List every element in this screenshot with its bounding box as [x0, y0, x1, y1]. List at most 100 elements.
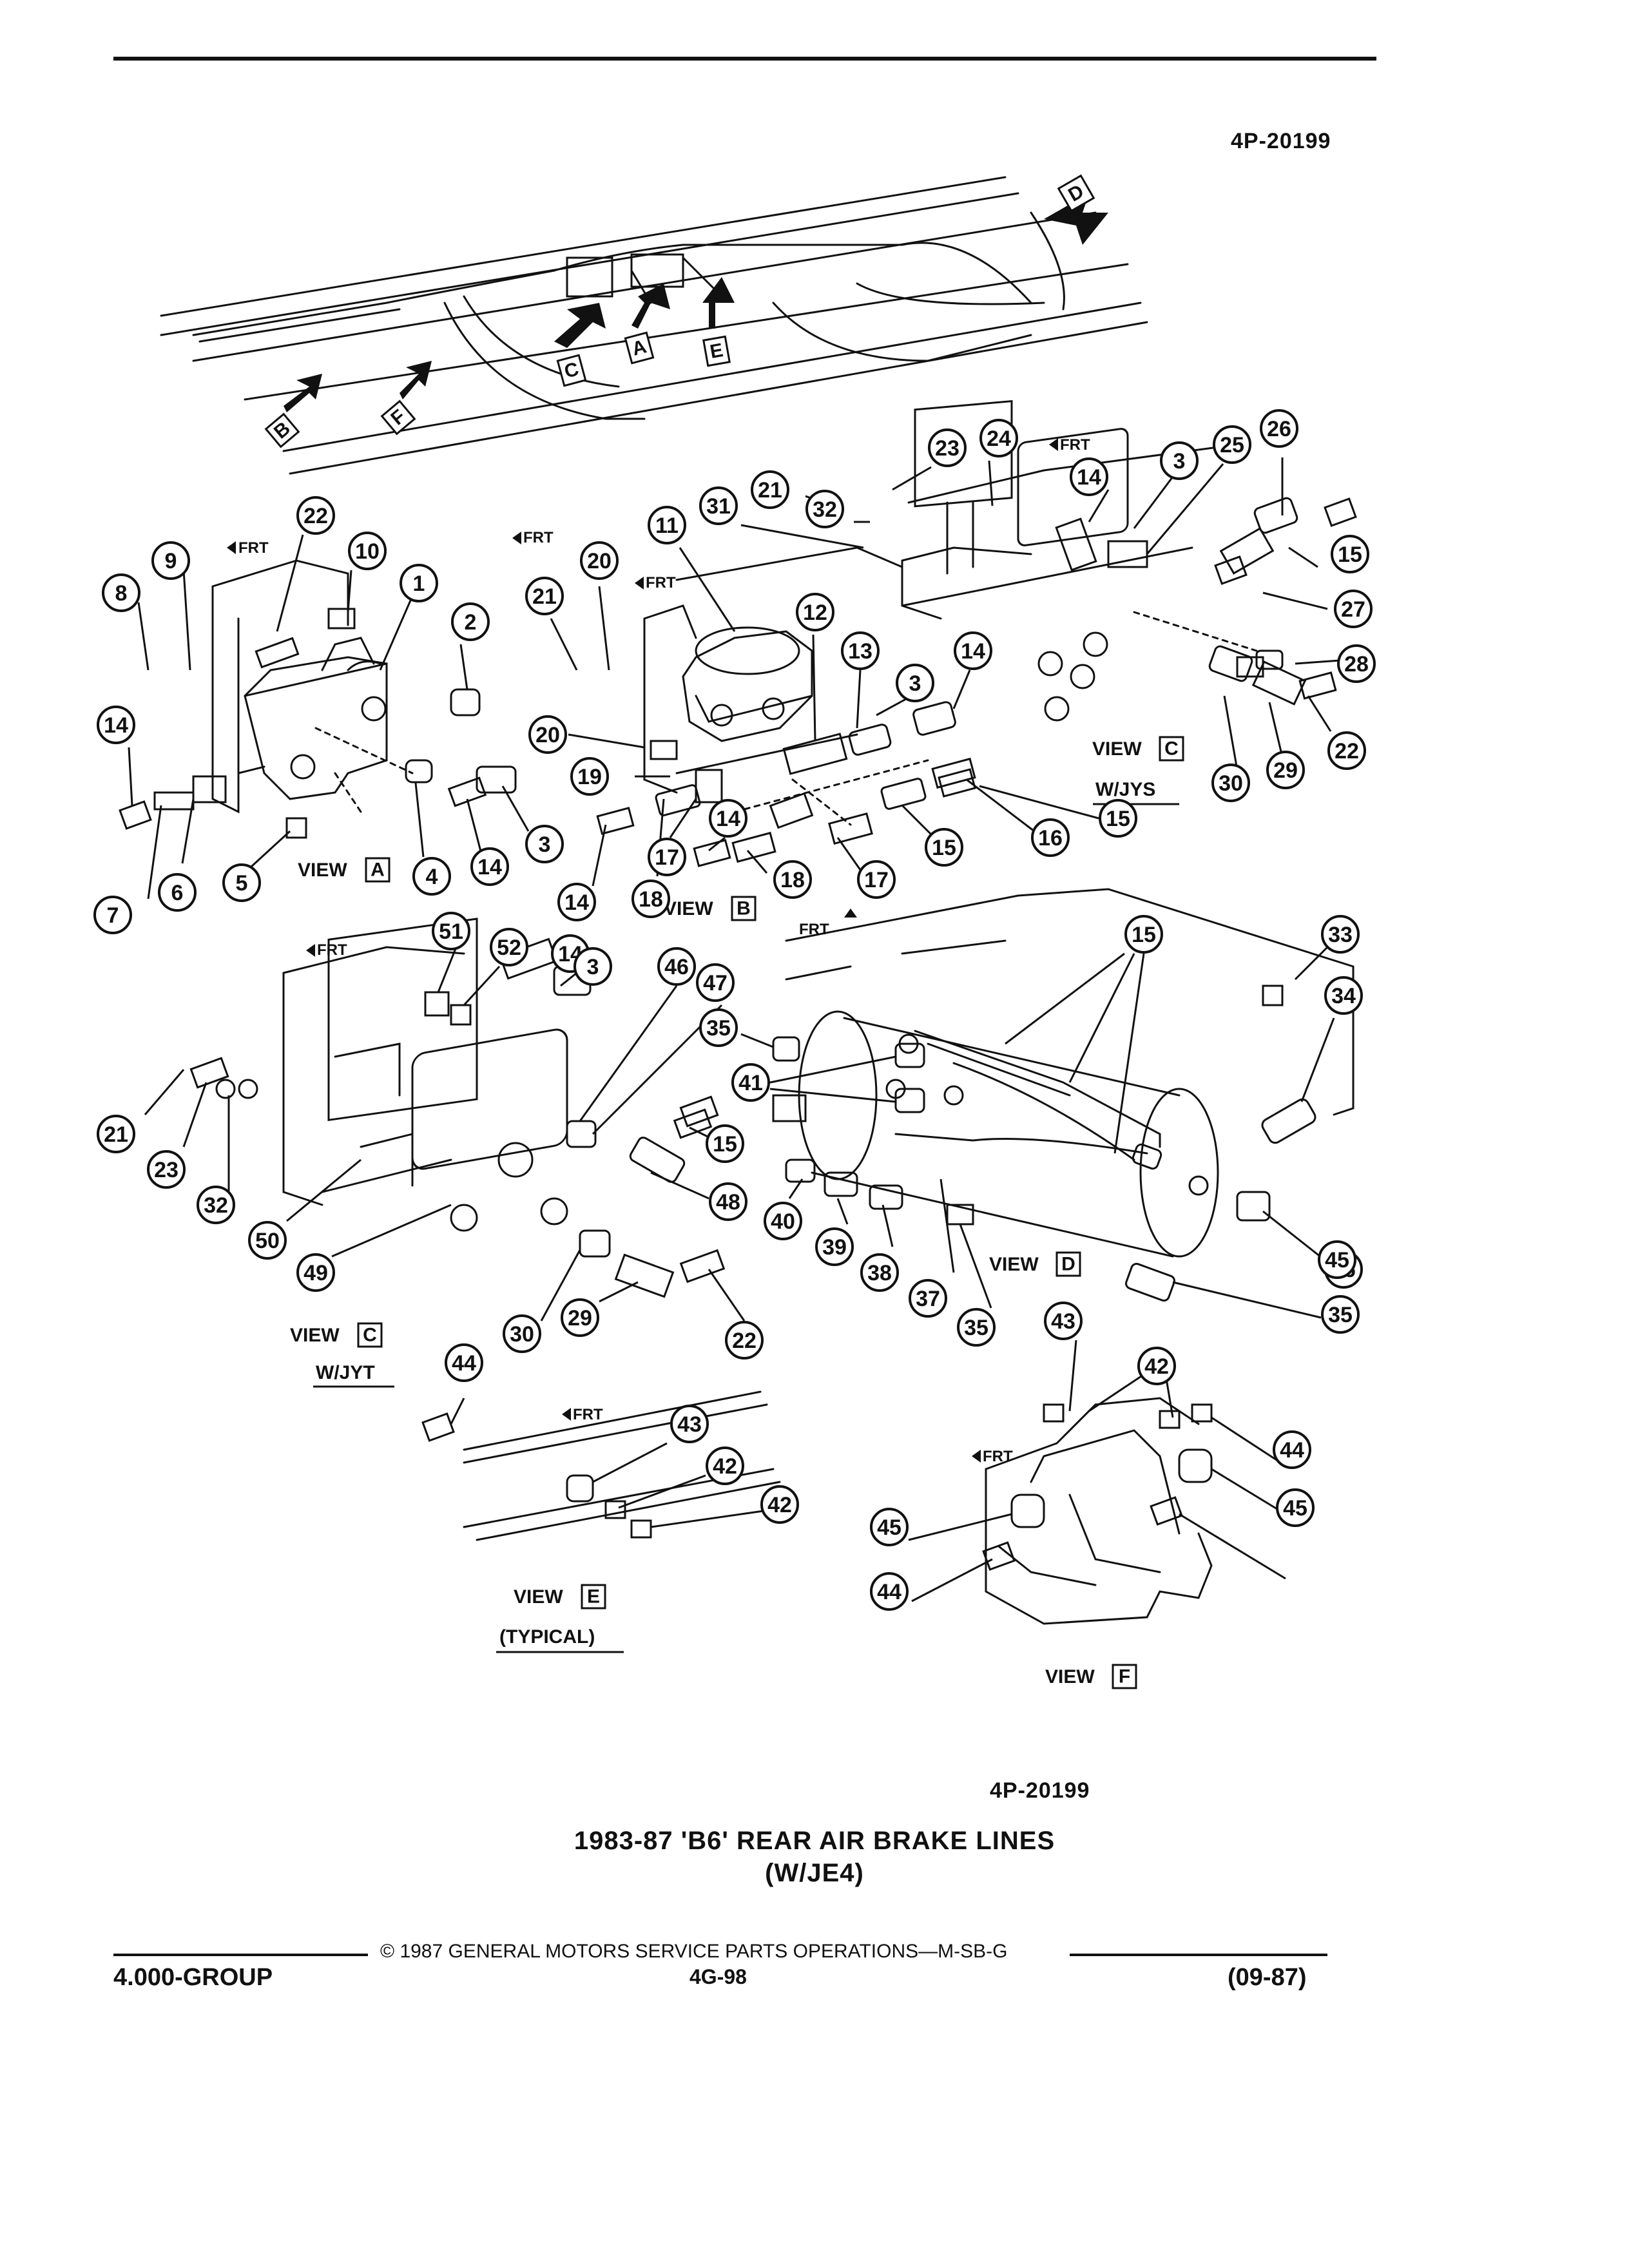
callout-number: 45 — [1325, 1248, 1349, 1273]
callout-number: 45 — [877, 1515, 901, 1540]
callout-circle — [725, 1321, 764, 1360]
callout-17: 17 — [857, 860, 896, 899]
view-letter: E — [587, 1586, 600, 1608]
view-letter: F — [1119, 1666, 1130, 1687]
callout-17: 17 — [648, 838, 686, 876]
callout-circle — [1260, 409, 1298, 448]
callout-8: 8 — [102, 573, 140, 612]
frt-marker: FRT — [227, 539, 269, 557]
frt-marker: FRT — [1049, 436, 1090, 454]
view-word: VIEW — [989, 1254, 1039, 1275]
callout-42: 42 — [1137, 1347, 1176, 1385]
callout-number: 21 — [758, 478, 782, 503]
callout-circle — [1327, 731, 1366, 770]
callout-circle — [557, 883, 596, 921]
overview-arrows: D C A E B F — [264, 174, 1108, 448]
callout-number: 46 — [664, 955, 689, 979]
view-letter: C — [1164, 738, 1179, 760]
callout-number: 42 — [713, 1454, 737, 1479]
callout-3: 3 — [1160, 441, 1199, 480]
callout-number: 42 — [1144, 1354, 1169, 1379]
callout-number: 48 — [716, 1190, 740, 1215]
callout-42: 42 — [760, 1485, 799, 1524]
callout-number: 20 — [587, 549, 612, 573]
callout-43: 43 — [1044, 1302, 1083, 1340]
callout-number: 31 — [706, 494, 731, 519]
callout-number: 35 — [964, 1316, 988, 1340]
callout-4: 4 — [412, 857, 451, 896]
callout-circle — [751, 470, 789, 509]
footer-page: 4G-98 — [689, 1965, 747, 1988]
callout-circle — [93, 896, 132, 934]
callout-circle — [490, 928, 528, 966]
callout-30: 30 — [1211, 764, 1250, 802]
callout-circle — [570, 757, 609, 796]
callout-circle — [709, 799, 747, 838]
callout-circle — [1266, 751, 1305, 789]
callout-circle — [97, 1115, 135, 1153]
view-letter: A — [371, 860, 385, 881]
frt-marker: FRT — [306, 941, 347, 959]
callout-18: 18 — [631, 879, 670, 918]
callout-45: 45 — [870, 1508, 909, 1546]
callout-23: 23 — [928, 428, 967, 467]
callout-circle — [1276, 1488, 1315, 1527]
callout-number: 35 — [1328, 1303, 1353, 1327]
callout-number: 22 — [732, 1329, 757, 1353]
callout-number: 11 — [655, 514, 679, 538]
doc-number-top: 4P-20199 — [1231, 129, 1331, 153]
callout-number: 14 — [104, 713, 128, 738]
callout-number: 30 — [510, 1322, 534, 1347]
callout-circle — [348, 532, 387, 570]
callout-number: 3 — [1173, 449, 1186, 474]
view-word: VIEW — [1045, 1666, 1095, 1687]
arrow-f: F — [380, 361, 432, 436]
callout-number: 17 — [864, 868, 889, 892]
callout-45: 45 — [1276, 1488, 1315, 1527]
callout-9: 9 — [151, 541, 190, 580]
callout-circle — [1160, 441, 1199, 480]
view-word: VIEW — [1092, 738, 1142, 760]
callout-40: 40 — [764, 1202, 802, 1240]
callout-number: 38 — [867, 1261, 892, 1285]
callout-10: 10 — [348, 532, 387, 570]
callout-circle — [631, 879, 670, 918]
callout-circle — [296, 496, 335, 535]
view-letter: C — [363, 1325, 377, 1346]
callout-circle — [432, 912, 470, 950]
frt-marker: FRT — [635, 574, 676, 591]
view-f-drawing — [982, 1397, 1213, 1625]
callout-5: 5 — [222, 863, 261, 902]
callout-circle — [699, 1008, 738, 1047]
callout-39: 39 — [815, 1227, 854, 1266]
callout-number: 44 — [452, 1351, 476, 1376]
callout-48: 48 — [709, 1182, 747, 1221]
callout-number: 16 — [1038, 826, 1063, 850]
view-a-drawing — [211, 559, 388, 814]
callout-number: 44 — [1280, 1438, 1304, 1463]
view-sub: W/JYT — [316, 1362, 375, 1383]
frt-marker: FRT — [562, 1406, 603, 1423]
callout-22: 22 — [725, 1321, 764, 1360]
callout-15: 15 — [1099, 799, 1137, 838]
callout-circle — [445, 1343, 483, 1382]
callout-circle — [525, 825, 564, 863]
callout-number: 15 — [1132, 923, 1156, 947]
callout-number: 5 — [236, 871, 248, 896]
callout-number: 33 — [1328, 923, 1353, 947]
callout-1: 1 — [400, 564, 438, 602]
callout-number: 15 — [1106, 807, 1130, 831]
callout-circle — [957, 1308, 996, 1347]
footer-rule-right — [1070, 1954, 1327, 1956]
callout-number: 10 — [355, 539, 380, 564]
leader-lines — [128, 457, 1341, 1602]
callout-number: 32 — [204, 1193, 228, 1218]
frt-text: FRT — [317, 941, 347, 959]
callout-42: 42 — [706, 1446, 744, 1485]
callout-14: 14 — [557, 883, 596, 921]
callout-number: 3 — [587, 955, 599, 979]
callout-number: 18 — [639, 887, 663, 912]
callout-15: 15 — [706, 1124, 744, 1163]
callout-circle — [147, 1150, 186, 1189]
